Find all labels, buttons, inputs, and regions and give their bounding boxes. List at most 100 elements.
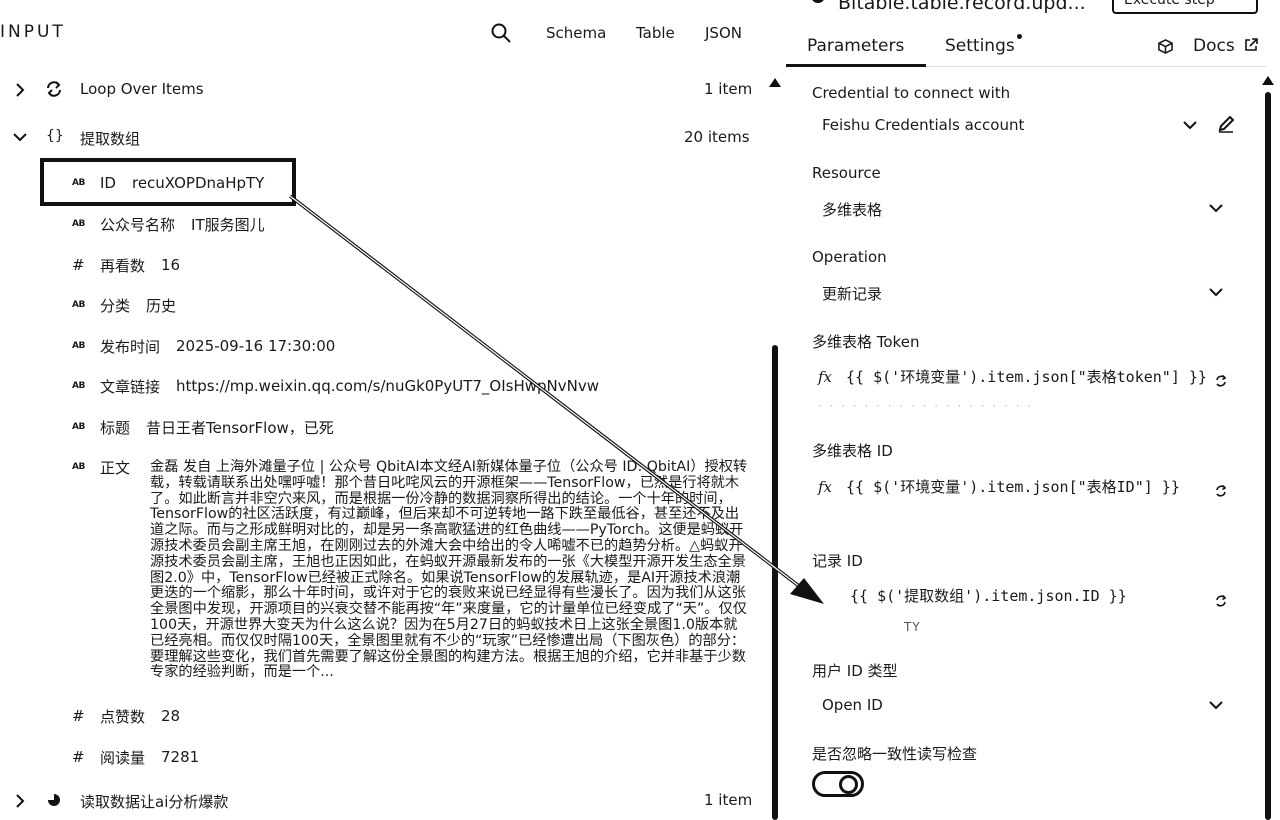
resource-label: Resource [812, 164, 881, 182]
field-value[interactable]: 2025-09-16 17:30:00 [176, 337, 336, 355]
node-name-loop-over-items[interactable]: Loop Over Items [80, 80, 204, 98]
token-expression: {{ $('环境变量').item.json["表格token"] }} [846, 368, 1207, 386]
chevron-down-icon[interactable] [1208, 697, 1224, 713]
operation-select[interactable]: 更新记录 [822, 285, 883, 303]
field-value[interactable]: 16 [161, 256, 181, 274]
field-name: 标题 [100, 418, 131, 437]
record-id-preview: TY [904, 620, 921, 634]
field-row-publish-time: AB 发布时间 2025-09-16 17:30:00 [72, 334, 335, 358]
chevron-down-icon[interactable] [1208, 284, 1224, 300]
ignore-consistency-toggle[interactable] [812, 771, 864, 797]
field-row-category: AB 分类 历史 [72, 293, 176, 317]
node-name-read-data-ai[interactable]: 读取数据让ai分析爆款 [80, 793, 229, 811]
tab-schema[interactable]: Schema [546, 24, 607, 42]
ai-node-icon [48, 794, 60, 806]
tab-table[interactable]: Table [636, 24, 675, 42]
field-row-likes: # 点赞数 28 [72, 704, 180, 728]
chevron-down-icon[interactable] [12, 129, 28, 145]
field-value[interactable]: IT服务图儿 [191, 215, 265, 234]
loop-icon [47, 81, 61, 97]
search-icon[interactable] [490, 22, 512, 44]
execute-step-button[interactable]: Execute step [1112, 0, 1258, 14]
field-row-reads: # 阅读量 7281 [72, 745, 199, 769]
scrollbar[interactable] [1265, 92, 1271, 820]
token-preview-blurred: · · · · · · · · · · · · · · · · · · · [818, 399, 1034, 413]
tab-parameters[interactable]: Parameters [807, 36, 905, 56]
field-value[interactable]: https://mp.weixin.qq.com/s/nuGk0PyUT7_OI… [176, 377, 599, 395]
record-id-expression: {{ $('提取数组').item.json.ID }} [850, 587, 1127, 605]
node-name-extract-array[interactable]: 提取数组 [80, 130, 141, 148]
pencil-icon[interactable] [1216, 114, 1236, 134]
ignore-consistency-label: 是否忽略一致性读写检查 [812, 745, 978, 763]
settings-dot-indicator [1017, 34, 1022, 39]
field-row-article-link: AB 文章链接 https://mp.weixin.qq.com/s/nuGk0… [72, 374, 599, 398]
credential-select[interactable]: Feishu Credentials account [822, 116, 1025, 134]
token-label: 多维表格 Token [812, 333, 920, 351]
chevron-right-icon[interactable] [12, 82, 28, 98]
field-row-title: AB 标题 昔日王者TensorFlow，已死 [72, 415, 334, 439]
operation-label: Operation [812, 248, 887, 266]
chevron-down-icon[interactable] [1182, 117, 1198, 133]
field-name: 分类 [100, 296, 131, 315]
field-value[interactable]: 7281 [161, 748, 200, 766]
field-name: 公众号名称 [100, 215, 176, 234]
field-value[interactable]: 昔日王者TensorFlow，已死 [146, 418, 334, 437]
external-link-icon[interactable] [1244, 38, 1258, 52]
fx-icon: fx [818, 367, 833, 386]
number-type-icon: # [72, 256, 85, 274]
text-type-icon: AB [72, 381, 85, 391]
field-name: 发布时间 [100, 337, 161, 356]
text-type-icon: AB [72, 422, 85, 432]
toggle-knob [839, 775, 858, 794]
tab-json[interactable]: JSON [705, 24, 742, 42]
text-type-icon: AB [72, 300, 85, 310]
braces-icon: {} [46, 128, 64, 144]
field-value[interactable]: 28 [161, 707, 181, 725]
user-id-type-label: 用户 ID 类型 [812, 662, 898, 680]
chevron-right-icon[interactable] [12, 793, 28, 809]
token-expression-input[interactable]: fx {{ $('环境变量').item.json["表格token"] }} [818, 366, 1207, 387]
text-type-icon: AB [72, 178, 85, 188]
tab-divider [786, 66, 1266, 67]
active-tab-underline [786, 64, 926, 67]
field-name: 阅读量 [100, 748, 146, 767]
node-icon [812, 0, 824, 3]
resource-select[interactable]: 多维表格 [822, 201, 883, 219]
field-name: ID [100, 174, 116, 192]
scroll-up-arrow[interactable] [769, 78, 781, 87]
node-count: 1 item [704, 80, 753, 98]
field-name: 文章链接 [100, 377, 161, 396]
record-id-label: 记录 ID [812, 552, 863, 570]
input-panel-title: INPUT [0, 22, 66, 42]
number-type-icon: # [72, 748, 85, 766]
node-title: Bitable.table.record.upd... [838, 0, 1086, 14]
fx-icon: fx [818, 477, 833, 496]
tab-settings[interactable]: Settings [945, 36, 1015, 56]
field-row-account-name: AB 公众号名称 IT服务图儿 [72, 212, 265, 236]
text-type-icon: AB [72, 462, 85, 472]
refresh-icon[interactable] [1214, 374, 1228, 388]
user-id-type-select[interactable]: Open ID [822, 696, 883, 714]
scroll-up-arrow[interactable] [1262, 76, 1274, 85]
field-value[interactable]: recuXOPDnaHpTY [131, 174, 265, 192]
chevron-down-icon[interactable] [1208, 200, 1224, 216]
table-id-expression-input[interactable]: fx {{ $('环境变量').item.json["表格ID"] }} [818, 476, 1180, 497]
field-row-rewatch-count: # 再看数 16 [72, 253, 180, 277]
number-type-icon: # [72, 707, 85, 725]
field-value[interactable]: 历史 [146, 296, 177, 315]
table-id-label: 多维表格 ID [812, 442, 893, 460]
docs-link[interactable]: Docs [1193, 36, 1235, 56]
field-value-body[interactable]: 金磊 发自 上海外滩量子位 | 公众号 QbitAI本文经AI新媒体量子位（公众… [150, 459, 748, 681]
record-id-expression-input[interactable]: {{ $('提取数组').item.json.ID }} [850, 585, 1127, 606]
field-name: 点赞数 [100, 707, 146, 726]
refresh-icon[interactable] [1214, 484, 1228, 498]
node-count: 1 item [704, 791, 753, 809]
refresh-icon[interactable] [1214, 594, 1228, 608]
scrollbar[interactable] [772, 345, 778, 820]
field-name: 再看数 [100, 256, 146, 275]
credential-label: Credential to connect with [812, 84, 1011, 102]
node-count: 20 items [684, 128, 750, 146]
table-id-expression: {{ $('环境变量').item.json["表格ID"] }} [846, 478, 1180, 496]
text-type-icon: AB [72, 219, 85, 229]
